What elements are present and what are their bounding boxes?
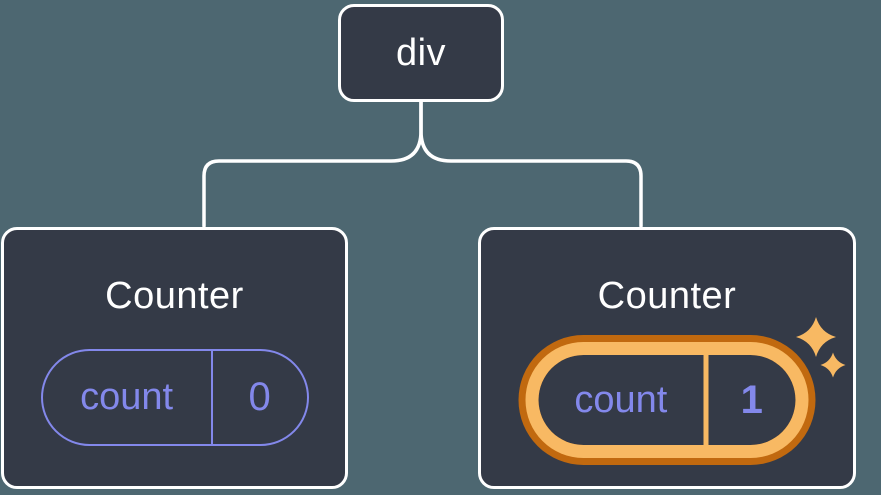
root-node-div: div [338,4,504,102]
root-node-label: div [395,31,447,74]
connector-branch-left [202,100,423,228]
counter-card-left: Counter count 0 [1,227,348,489]
state-key-cell: count [43,351,213,444]
state-value-cell: 1 [708,355,795,445]
state-key-cell: count [539,355,709,445]
state-key-label: count [574,378,668,421]
counter-title: Counter [105,275,244,317]
counter-title: Counter [597,275,737,317]
state-value-cell: 0 [213,351,307,444]
state-key-label: count [80,376,174,418]
state-pill: count 0 [40,349,309,446]
counter-card-right: Counter count 1 [478,227,856,489]
state-value: 1 [740,377,763,422]
state-value: 0 [248,375,271,419]
connector-branch-right [419,100,643,228]
state-pill-highlighted: count 1 [539,355,796,445]
